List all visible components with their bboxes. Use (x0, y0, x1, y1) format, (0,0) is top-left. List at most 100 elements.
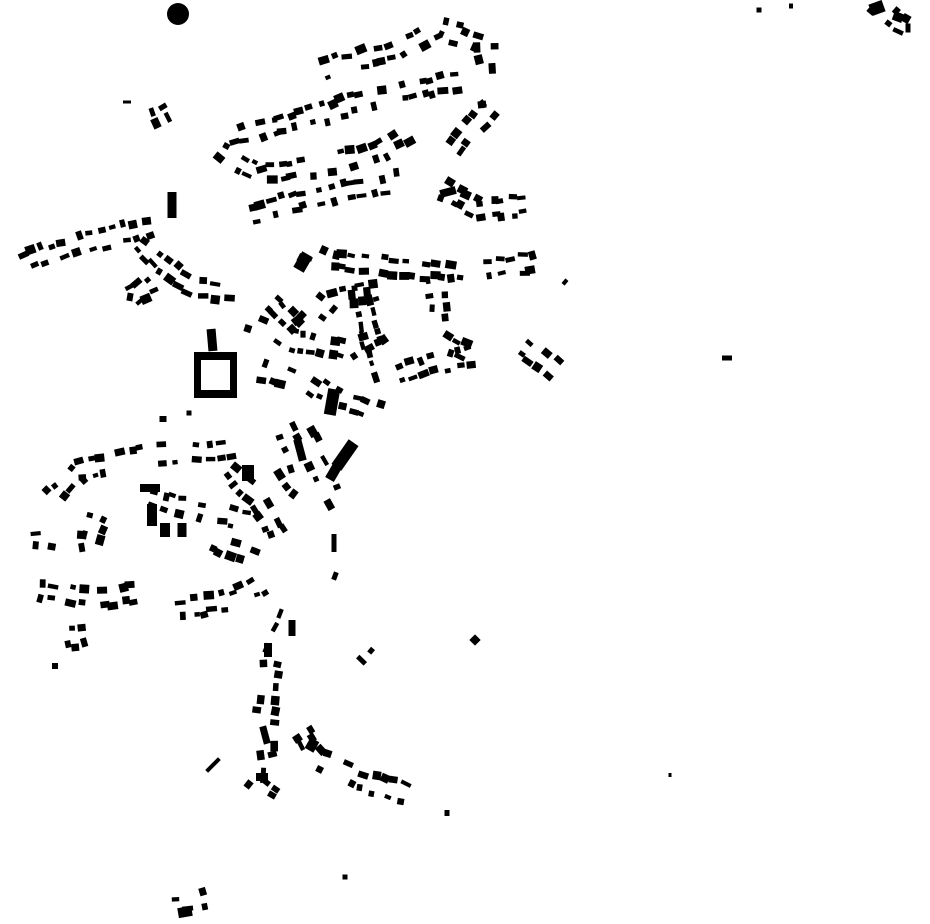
building (354, 282, 365, 288)
building (286, 160, 293, 168)
building (89, 245, 98, 253)
building (359, 340, 366, 351)
building (333, 92, 346, 104)
building (288, 620, 296, 636)
building (252, 510, 264, 523)
building (270, 784, 281, 794)
building (281, 481, 292, 492)
building (92, 472, 99, 479)
building (70, 247, 82, 258)
building (334, 262, 346, 270)
building (891, 6, 901, 16)
building (174, 600, 186, 606)
building (36, 593, 44, 604)
building (542, 370, 554, 382)
building (457, 362, 465, 369)
building (359, 395, 371, 406)
building (147, 504, 157, 526)
building (315, 393, 324, 400)
building (217, 588, 225, 597)
building (254, 118, 266, 127)
building (192, 441, 200, 448)
building (101, 244, 112, 252)
building (290, 122, 298, 132)
building (358, 321, 364, 333)
building (253, 199, 267, 211)
building (372, 770, 382, 781)
building (273, 660, 282, 669)
building (334, 385, 344, 394)
building (417, 368, 430, 380)
building (162, 492, 171, 502)
building (358, 330, 366, 339)
building (357, 296, 367, 306)
building (517, 350, 526, 358)
building (205, 605, 218, 613)
building (273, 467, 286, 482)
building (394, 362, 404, 371)
building (29, 260, 40, 269)
building (380, 190, 391, 196)
building (241, 493, 255, 506)
building (516, 195, 526, 201)
building (383, 41, 394, 51)
building (368, 790, 375, 798)
building (67, 463, 76, 473)
building (265, 196, 278, 204)
building (340, 112, 349, 120)
building (333, 351, 344, 359)
building (425, 351, 435, 360)
building (255, 376, 267, 385)
building (361, 253, 370, 259)
building (317, 201, 326, 207)
building (421, 261, 431, 268)
building (376, 85, 387, 95)
building (540, 347, 553, 359)
building (427, 90, 436, 100)
building (442, 301, 451, 312)
building (488, 62, 497, 74)
building (508, 193, 518, 200)
building (483, 259, 492, 265)
building (392, 167, 400, 177)
building (259, 725, 271, 745)
building (64, 639, 72, 649)
building (278, 523, 288, 534)
building (430, 259, 441, 268)
building (527, 250, 537, 261)
building (266, 530, 276, 539)
building (251, 158, 259, 166)
building (217, 517, 228, 525)
building (403, 135, 417, 148)
building (312, 431, 323, 443)
building (315, 291, 326, 302)
building (252, 218, 261, 225)
building (370, 101, 378, 112)
building (445, 135, 457, 147)
building (312, 475, 320, 483)
building (378, 268, 389, 278)
building (304, 737, 320, 753)
building (403, 356, 415, 366)
courtyard-building (194, 352, 237, 398)
building (177, 905, 193, 919)
building (230, 537, 242, 548)
building (78, 599, 86, 606)
building (178, 495, 187, 501)
building (344, 144, 355, 155)
building (97, 524, 109, 536)
building (324, 117, 331, 127)
building (336, 336, 347, 345)
building (407, 92, 418, 100)
building (24, 243, 37, 256)
building (272, 338, 283, 347)
building (195, 512, 204, 523)
building (364, 294, 375, 307)
building (382, 152, 392, 162)
building (868, 0, 886, 17)
building (722, 355, 732, 361)
building (381, 253, 389, 261)
building (206, 328, 218, 352)
building (124, 580, 135, 589)
